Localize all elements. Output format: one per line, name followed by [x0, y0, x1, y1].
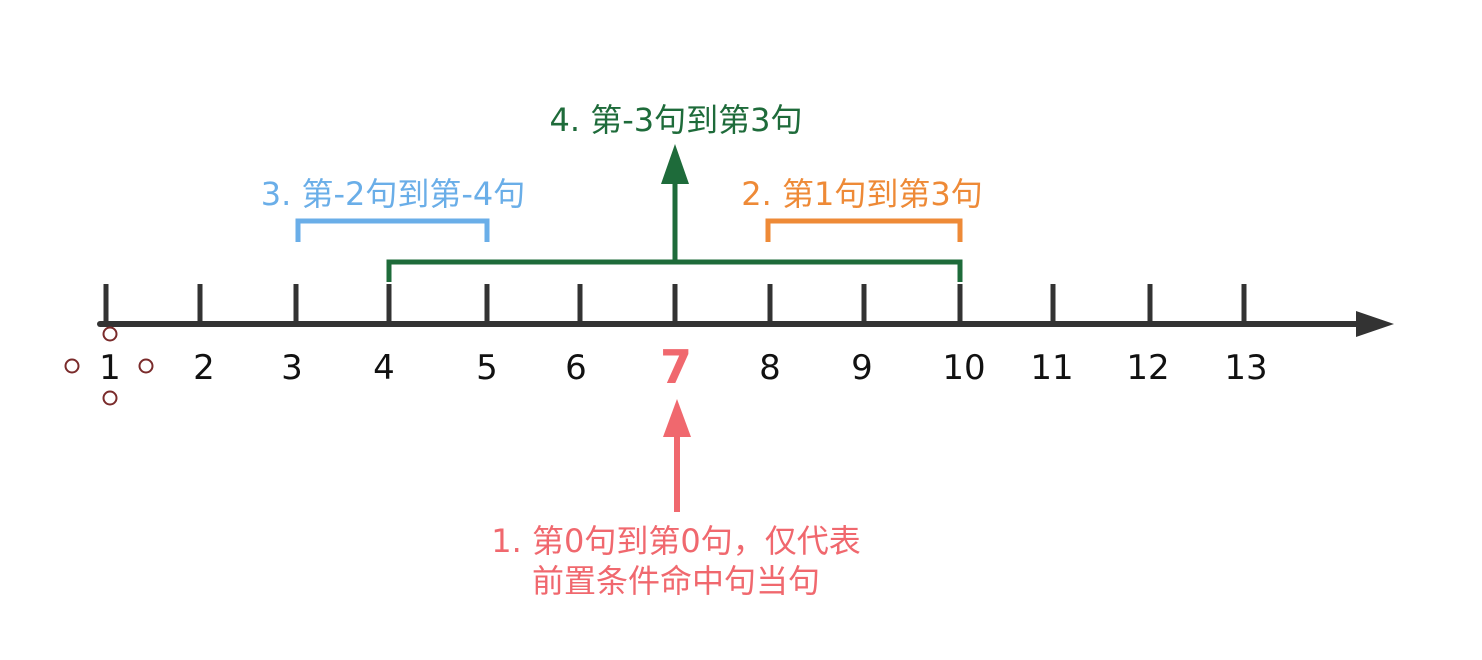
tick-label: 12: [1126, 348, 1169, 388]
selection-handles[interactable]: [64, 326, 154, 406]
selection-handle-left[interactable]: [64, 358, 80, 374]
bracket-green-shape: [386, 259, 963, 282]
annotation-4-label: 4. 第-3句到第3句: [550, 101, 803, 139]
bracket-green: [386, 178, 963, 282]
tick-label: 10: [942, 348, 985, 388]
selection-handle-bottom[interactable]: [102, 390, 118, 406]
tick-label: 11: [1030, 348, 1073, 388]
bracket-blue: [295, 218, 490, 242]
tick-label: 1: [99, 348, 121, 388]
axis-arrowhead: [1356, 311, 1394, 337]
tick-label: 2: [193, 348, 215, 388]
tick-label: 6: [565, 348, 587, 388]
selection-handle-right[interactable]: [138, 358, 154, 374]
tick-label: 9: [851, 348, 873, 388]
tick-marks: [103, 284, 1247, 322]
tick-label: 5: [476, 348, 498, 388]
tick-label: 13: [1224, 348, 1267, 388]
annotation-3-label: 3. 第-2句到第-4句: [261, 175, 526, 213]
annotation-2-label: 2. 第1句到第3句: [741, 175, 982, 213]
tick-label: 4: [373, 348, 395, 388]
annotation-1-line2: 前置条件命中句当句: [532, 562, 820, 600]
annotation-1-line1: 1. 第0句到第0句，仅代表: [491, 522, 860, 560]
tick-label: 3: [281, 348, 303, 388]
tick-label-highlighted: 7: [660, 340, 692, 394]
tick-label: 8: [759, 348, 781, 388]
bracket-orange: [765, 218, 963, 242]
green-arrowhead: [661, 144, 689, 184]
red-arrowhead: [663, 399, 691, 437]
selection-handle-top[interactable]: [102, 326, 118, 342]
